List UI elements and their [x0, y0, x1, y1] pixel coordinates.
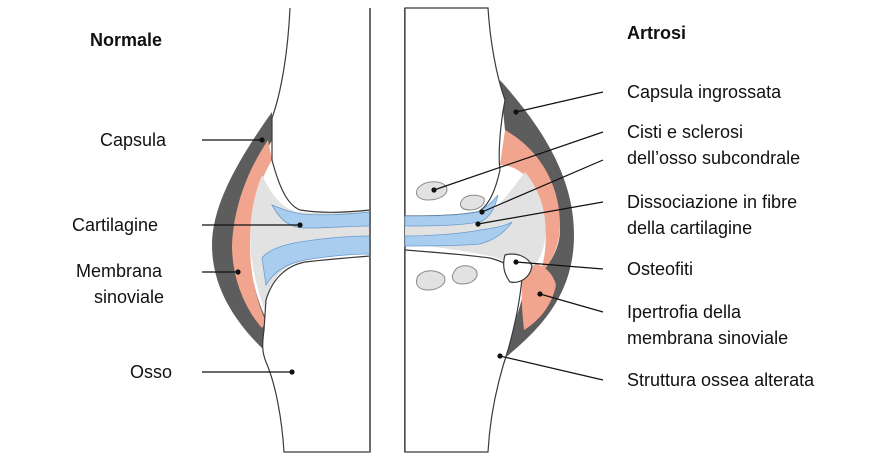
label-dissociazione-2: della cartilagine	[627, 218, 752, 238]
arthrosis-upper-cartilage	[404, 194, 499, 227]
label-capsula-ingrossata: Capsula ingrossata	[627, 82, 782, 102]
label-ipertrofia-2: membrana sinoviale	[627, 328, 788, 348]
dot-osteofiti	[513, 259, 519, 265]
arthrosis-capsule	[500, 80, 574, 362]
label-cisti-1: Cisti e sclerosi	[627, 122, 743, 142]
leader-cisti	[433, 131, 604, 191]
leader-ipertrofia	[539, 293, 604, 313]
label-membrana-2: sinoviale	[94, 287, 164, 307]
arthrosis-osteophyte	[503, 253, 533, 283]
dot-capsula-ingrossata	[513, 109, 519, 115]
arthrosis-upper-bone	[404, 7, 506, 217]
dot-cisti	[431, 187, 437, 193]
label-osso: Osso	[130, 362, 172, 382]
normal-lower-bone	[262, 255, 371, 453]
leader-cisti-b	[481, 159, 604, 213]
label-ipertrofia-1: Ipertrofia della	[627, 302, 742, 322]
label-cartilagine: Cartilagine	[72, 215, 158, 235]
arthrosis-lower-cartilage	[404, 221, 513, 247]
heading-normal: Normale	[90, 30, 162, 50]
leader-struttura	[499, 355, 604, 381]
normal-synovial-membrane	[232, 140, 272, 328]
cyst-2	[459, 194, 485, 211]
label-cisti-2: dell’osso subcondrale	[627, 148, 800, 168]
dot-osso	[289, 369, 295, 375]
dot-ipertrofia	[537, 291, 543, 297]
label-membrana-1: Membrana	[76, 261, 163, 281]
dot-membrana	[235, 269, 241, 275]
leader-dissociazione	[477, 201, 604, 225]
leader-capsula-ingrossata	[515, 91, 604, 113]
label-capsula: Capsula	[100, 130, 167, 150]
dot-cartilagine	[297, 222, 303, 228]
arthrosis-synovium-upper	[500, 130, 560, 274]
dot-dissociazione	[475, 221, 481, 227]
dot-capsula	[259, 137, 265, 143]
arthrosis-lower-bone	[404, 249, 523, 453]
label-struttura: Struttura ossea alterata	[627, 370, 815, 390]
heading-arthrosis: Artrosi	[627, 23, 686, 43]
dot-struttura	[497, 353, 503, 359]
normal-upper-bone	[271, 7, 371, 213]
dot-cisti-b	[479, 209, 485, 215]
leader-osteofiti	[515, 261, 604, 270]
normal-joint	[212, 7, 371, 453]
label-dissociazione-1: Dissociazione in fibre	[627, 192, 797, 212]
arthrosis-joint	[404, 7, 574, 453]
label-osteofiti: Osteofiti	[627, 259, 693, 279]
cyst-4	[451, 265, 478, 285]
cyst-3	[415, 270, 446, 291]
